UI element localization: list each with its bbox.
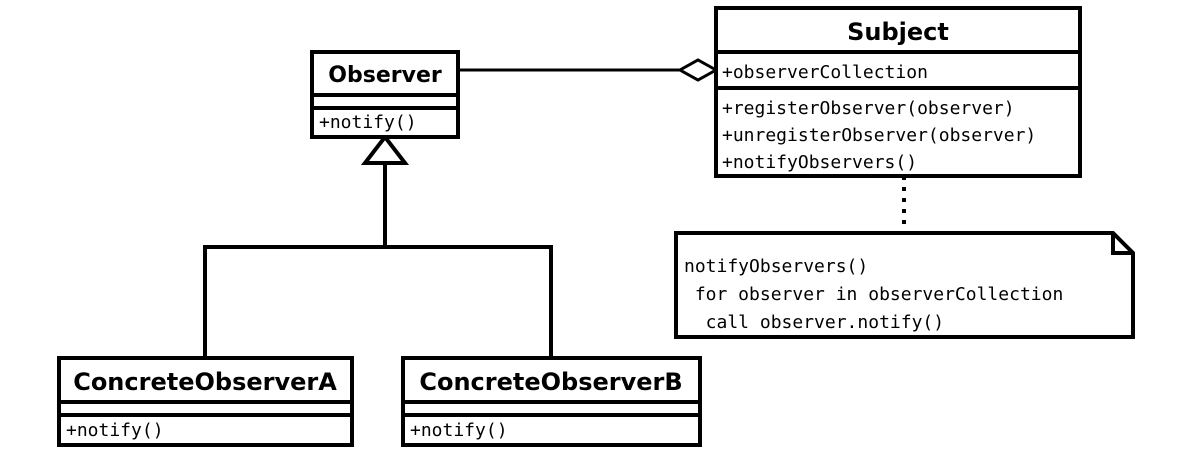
- note-line-0: notifyObservers(): [684, 256, 868, 277]
- concrete-observer-a-operation-0: +notify(): [66, 420, 164, 441]
- subject-attribute-0: +observerCollection: [722, 62, 928, 83]
- concrete-observer-b-operation-0: +notify(): [410, 420, 508, 441]
- note-folded-corner-icon: [1111, 233, 1133, 255]
- hollow-diamond-icon: [676, 58, 720, 82]
- observer-class-name: Observer: [328, 63, 442, 88]
- subject-operation-1: +unregisterObserver(observer): [722, 125, 1036, 146]
- generalization-tree[interactable]: [203, 133, 553, 358]
- subject-operation-0: +registerObserver(observer): [722, 98, 1015, 119]
- aggregation-subject-observer[interactable]: [458, 58, 720, 82]
- subject-box-outline: [714, 6, 1082, 178]
- class-box-concrete-observer-a[interactable]: ConcreteObserverA +notify(): [57, 356, 354, 447]
- class-box-concrete-observer-b[interactable]: ConcreteObserverB +notify(): [401, 356, 702, 447]
- subject-class-name: Subject: [847, 18, 949, 46]
- class-box-observer[interactable]: Observer +notify(): [310, 50, 460, 139]
- concrete-observer-b-class-name: ConcreteObserverB: [419, 368, 682, 396]
- subject-operation-2: +notifyObservers(): [722, 152, 917, 173]
- note-box-outline: [674, 231, 1135, 339]
- note-notify-observers[interactable]: notifyObservers() for observer in observ…: [674, 231, 1135, 339]
- note-line-2: call observer.notify(): [684, 312, 944, 333]
- note-line-1: for observer in observerCollection: [684, 284, 1063, 305]
- class-box-subject[interactable]: Subject +observerCollection +registerObs…: [714, 6, 1082, 178]
- hollow-triangle-icon: [360, 133, 410, 165]
- concrete-observer-a-class-name: ConcreteObserverA: [73, 368, 337, 396]
- observer-operation-0: +notify(): [319, 112, 417, 133]
